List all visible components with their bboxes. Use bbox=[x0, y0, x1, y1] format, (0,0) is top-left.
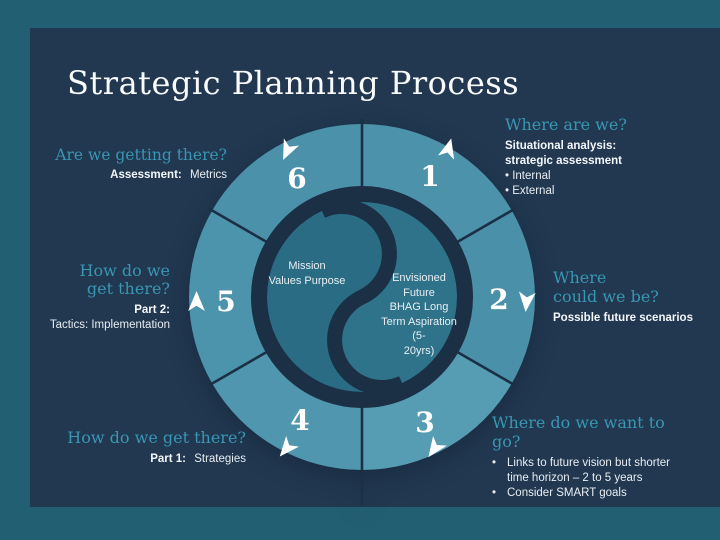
step2-heading-line-1: Where bbox=[553, 268, 607, 287]
label-block-step2: Where could we be? Possible future scena… bbox=[553, 268, 693, 326]
step-number-5: 5 bbox=[216, 285, 236, 318]
step6-heading: Are we getting there? bbox=[55, 146, 227, 164]
vision-line-5: 20yrs) bbox=[403, 344, 435, 357]
step1-bold-line-2: strategic assessment bbox=[505, 155, 622, 167]
step5-body: Part 2: Tactics: Implementation bbox=[0, 303, 170, 333]
step-number-4: 4 bbox=[290, 404, 310, 437]
mission-line-1: Mission bbox=[288, 260, 326, 272]
step2-body: Possible future scenarios bbox=[553, 312, 693, 324]
step1-body: Situational analysis: strategic assessme… bbox=[505, 139, 627, 199]
step4-part-label: Part 1: bbox=[150, 453, 187, 465]
label-block-step5: How do we get there? Part 2: Tactics: Im… bbox=[0, 262, 170, 333]
page-title: Strategic Planning Process bbox=[67, 64, 520, 102]
step3-bullet-1: • Links to future vision but shorter bbox=[492, 456, 677, 471]
vision-line-3: BHAG Long bbox=[389, 301, 449, 313]
step4-heading: How do we get there? bbox=[67, 428, 246, 447]
bullet-icon: • bbox=[492, 487, 497, 499]
step-number-1: 1 bbox=[420, 160, 440, 193]
vision-line-2: Future bbox=[403, 286, 435, 299]
center-vision-label: Envisioned Future BHAG Long Term Aspirat… bbox=[373, 271, 465, 358]
step5-heading-line-1: How do we bbox=[79, 261, 171, 280]
step6-part-label: Assessment: bbox=[110, 169, 182, 181]
step6-part-text: Metrics bbox=[189, 169, 227, 181]
step3-bullet-2: • Consider SMART goals bbox=[492, 486, 677, 501]
label-block-step3: Where do we want to go? • Links to futur… bbox=[492, 413, 677, 501]
step3-bullet-1-cont: time horizon – 2 to 5 years bbox=[507, 472, 643, 484]
step5-heading-line-2: get there? bbox=[86, 279, 170, 298]
center-mission-label: Mission Values Purpose bbox=[259, 259, 355, 288]
step3-bullet-2-text: Consider SMART goals bbox=[507, 487, 627, 499]
step5-heading: How do we get there? bbox=[0, 261, 171, 298]
label-block-step1: Where are we? Situational analysis: stra… bbox=[505, 115, 627, 199]
step6-body: Assessment: Metrics bbox=[17, 168, 227, 183]
bullet-icon: • bbox=[492, 457, 497, 469]
vision-line-1: Envisioned bbox=[392, 272, 446, 284]
step-number-2: 2 bbox=[489, 283, 509, 316]
step5-part-label: Part 2: bbox=[134, 304, 170, 316]
step1-bold-line-1: Situational analysis: bbox=[505, 140, 617, 152]
step-number-6: 6 bbox=[287, 162, 307, 195]
step-number-3: 3 bbox=[415, 406, 435, 439]
label-block-step6: Are we getting there? Assessment: Metric… bbox=[17, 146, 227, 183]
step3-bullet-1-text: Links to future vision but shorter bbox=[507, 457, 670, 469]
step1-heading: Where are we? bbox=[505, 115, 627, 134]
step1-bullet-2: • External bbox=[505, 185, 555, 197]
step1-bullet-1: • Internal bbox=[505, 170, 551, 182]
mission-line-2: Values Purpose bbox=[268, 274, 346, 287]
step4-part-text: Strategies bbox=[194, 453, 246, 465]
step4-body: Part 1: Strategies bbox=[26, 452, 246, 467]
step3-body: • Links to future vision but shorter tim… bbox=[492, 456, 677, 501]
step2-heading-line-2: could we be? bbox=[553, 287, 659, 306]
step3-heading: Where do we want to go? bbox=[492, 413, 665, 451]
step2-heading: Where could we be? bbox=[553, 268, 693, 306]
step5-part-text: Tactics: Implementation bbox=[49, 319, 170, 331]
label-block-step4: How do we get there? Part 1: Strategies bbox=[26, 428, 246, 467]
vision-line-4: Term Aspiration (5- bbox=[381, 315, 457, 343]
